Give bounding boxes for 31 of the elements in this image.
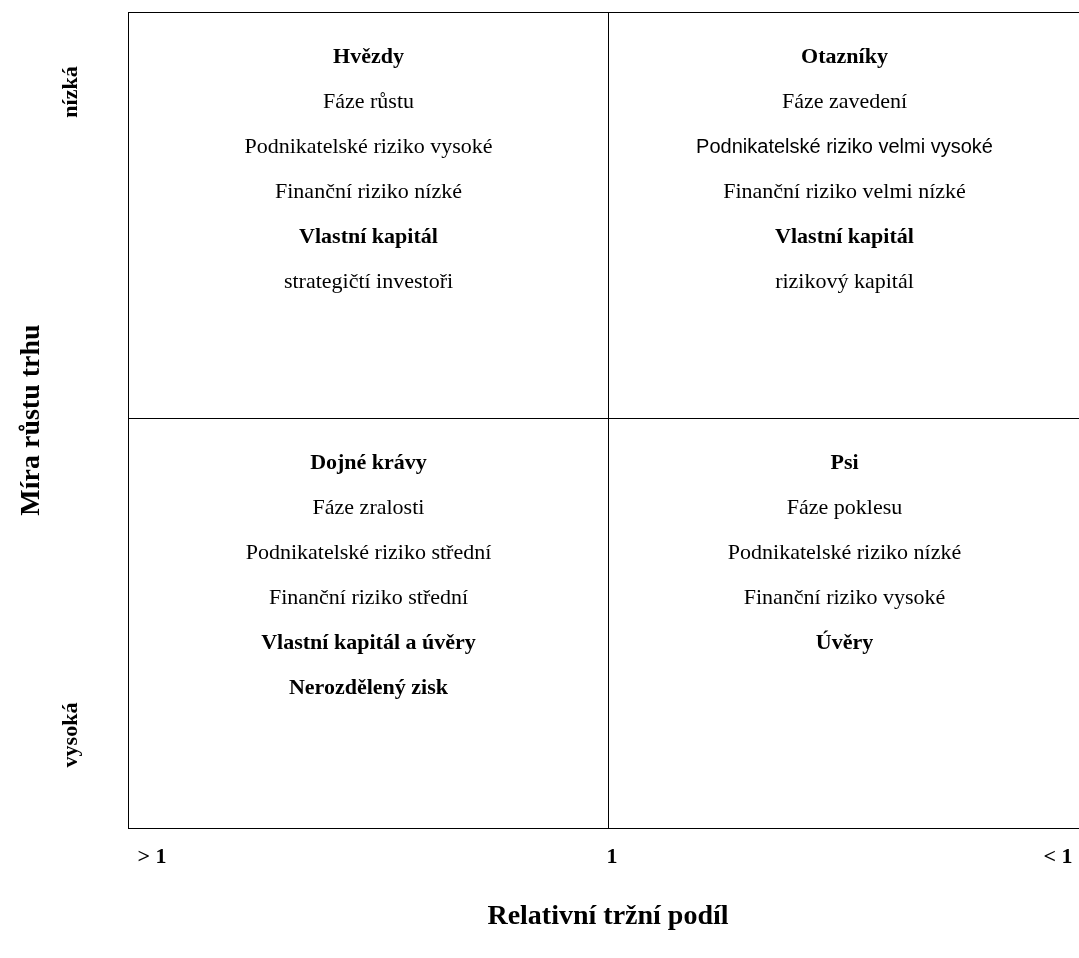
axis-title: Míra růstu trhu (14, 324, 46, 516)
quadrant-text: Vlastní kapitál (775, 224, 914, 248)
quadrant-title: Otazníky (801, 44, 888, 68)
matrix-quadrant (129, 13, 609, 419)
quadrant-title: Dojné krávy (310, 450, 427, 474)
quadrant-text: Podnikatelské riziko vysoké (244, 134, 493, 158)
quadrant-text: Nerozdělený zisk (288, 675, 449, 699)
axis-level-label: > 1 (137, 843, 167, 869)
quadrant-text: Fáze růstu (323, 89, 414, 113)
quadrant-text: Vlastní kapitál a úvěry (261, 630, 476, 654)
quadrant-text: Podnikatelské riziko velmi vysoké (696, 134, 993, 158)
quadrant-text: Finanční riziko střední (268, 585, 469, 609)
quadrant-text: Podnikatelské riziko nízké (727, 540, 962, 564)
quadrant-text: Fáze zavedení (781, 89, 908, 113)
quadrant-text: strategičtí investoři (283, 269, 454, 293)
axis-title: Relativní tržní podíl (487, 899, 729, 931)
quadrant-text: Úvěry (815, 630, 874, 654)
quadrant-text: Vlastní kapitál (299, 224, 438, 248)
axis-level-label: 1 (606, 843, 618, 869)
quadrant-text: rizikový kapitál (775, 269, 914, 293)
quadrant-text: Podnikatelské riziko střední (245, 540, 492, 564)
quadrant-text: Fáze zralosti (312, 495, 425, 519)
axis-level-label: < 1 (1043, 843, 1073, 869)
axis-level-label: nízká (57, 66, 83, 118)
quadrant-title: Psi (830, 450, 859, 474)
quadrant-title: Hvězdy (333, 44, 404, 68)
axis-level-label: vysoká (57, 702, 83, 768)
quadrant-text: Finanční riziko vysoké (743, 585, 946, 609)
quadrant-text: Finanční riziko nízké (275, 179, 462, 203)
quadrant-text: Finanční riziko velmi nízké (723, 179, 966, 203)
quadrant-text: Fáze poklesu (786, 495, 903, 519)
